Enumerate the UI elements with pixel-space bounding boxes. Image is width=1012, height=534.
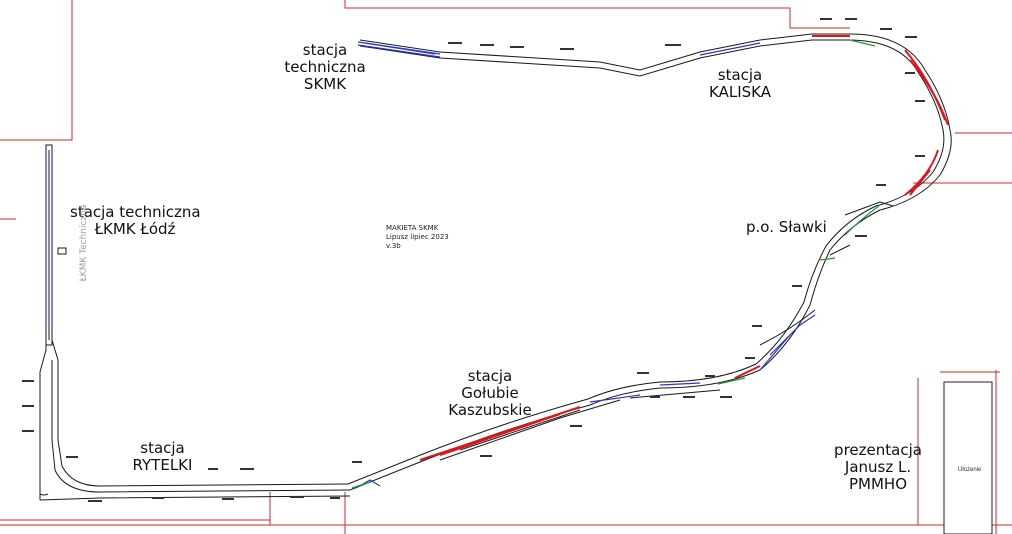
station-kaliska-label: stacja KALISKA bbox=[700, 67, 780, 101]
station-rytelki-line-1: stacja bbox=[140, 439, 185, 457]
layout-title-line-1: MAKIETA SKMK bbox=[386, 224, 439, 232]
track-blue-sections bbox=[45, 41, 816, 489]
station-slawki-line-1: p.o. Sławki bbox=[746, 218, 827, 236]
station-kaliska-line-2: KALISKA bbox=[709, 83, 771, 101]
station-skmk-line-3: SKMK bbox=[303, 75, 347, 93]
presentation-line-3: PMMHO bbox=[848, 475, 907, 493]
station-lkmk-line-2: ŁKMK Łódź bbox=[94, 220, 176, 238]
station-kaliska-line-1: stacja bbox=[717, 66, 763, 84]
station-rytelki-line-2: RYTELKI bbox=[132, 456, 193, 474]
station-lkmk-label: stacja techniczna ŁKMK Łódź bbox=[70, 203, 201, 238]
presentation-label: prezentacja Janusz L. PMMHO bbox=[830, 442, 926, 493]
presentation-line-2: Janusz L. bbox=[844, 458, 912, 476]
layout-title-block: MAKIETA SKMK Lipusz lipiec 2023 v.3b bbox=[386, 224, 449, 251]
station-skmk-line-1: stacja bbox=[302, 41, 348, 59]
presentation-table-label: Ułożenie bbox=[958, 467, 982, 473]
track-annotations bbox=[22, 18, 925, 502]
station-rytelki-label: stacja RYTELKI bbox=[125, 440, 200, 474]
station-slawki-label: p.o. Sławki bbox=[746, 218, 827, 236]
station-skmk-label: stacja techniczna SKMK bbox=[280, 42, 370, 93]
layout-title-line-2: Lipusz lipiec 2023 bbox=[386, 233, 449, 241]
station-skmk-line-2: techniczna bbox=[284, 58, 366, 76]
station-golubie-line-3: Kaszubskie bbox=[448, 401, 532, 419]
presentation-table bbox=[943, 381, 993, 534]
layout-title-line-3: v.3b bbox=[386, 242, 401, 250]
station-golubie-line-2: Gołubie bbox=[461, 384, 519, 402]
station-golubie-label: stacja Gołubie Kaszubskie bbox=[440, 368, 540, 419]
presentation-line-1: prezentacja bbox=[834, 441, 922, 459]
station-golubie-line-1: stacja bbox=[467, 367, 513, 385]
track-green-sections bbox=[351, 39, 881, 489]
station-lkmk-line-1: stacja techniczna bbox=[70, 203, 201, 221]
track-main bbox=[39, 33, 952, 501]
track-red-sections bbox=[419, 35, 949, 461]
lkmk-technical-side-label: ŁKMK Techniczna bbox=[79, 204, 89, 282]
